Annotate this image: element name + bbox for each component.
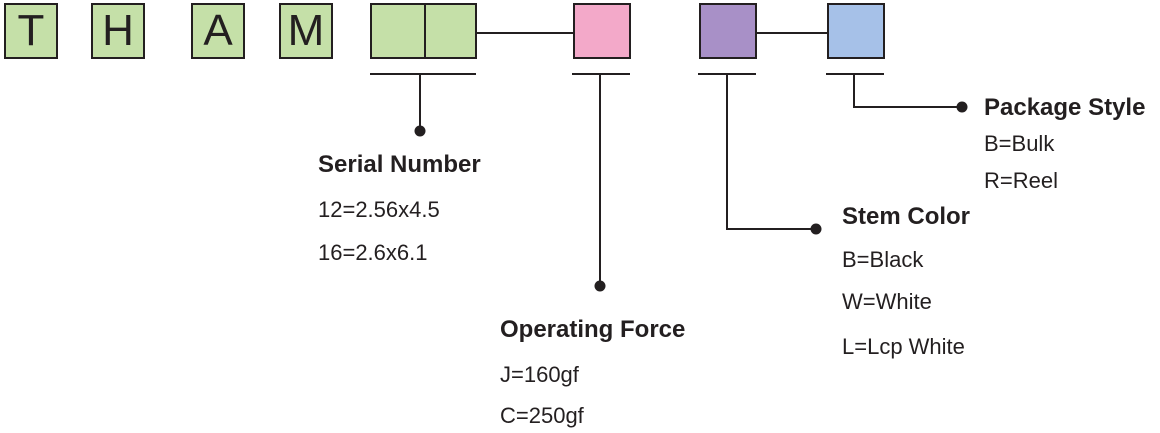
package-style-title: Package Style	[984, 94, 1146, 121]
prefix-letter-a: A	[191, 3, 245, 59]
force-option-1: J=160gf	[500, 362, 579, 387]
force-option-2: C=250gf	[500, 403, 584, 428]
stem-color-title: Stem Color	[842, 203, 971, 230]
dot-serial	[414, 125, 426, 137]
prefix-letter-t: T	[4, 3, 58, 59]
leader-stem	[726, 74, 815, 230]
operating-force-title: Operating Force	[500, 316, 686, 343]
package-option-2: R=Reel	[984, 168, 1058, 193]
dot-package	[956, 101, 968, 113]
operating-force-box	[573, 3, 631, 59]
serial-number-title: Serial Number	[318, 151, 481, 178]
leader-package	[853, 74, 960, 108]
serial-number-box	[370, 3, 477, 59]
package-style-box	[827, 3, 885, 59]
package-option-1: B=Bulk	[984, 131, 1055, 156]
serial-option-1: 12=2.56x4.5	[318, 197, 440, 222]
serial-digit-2-box	[423, 5, 478, 57]
dot-stem	[810, 223, 822, 235]
stem-color-box	[699, 3, 757, 59]
serial-option-2: 16=2.6x6.1	[318, 240, 428, 265]
prefix-letter-m: M	[279, 3, 333, 59]
dot-force	[594, 280, 606, 292]
stem-option-2: W=White	[842, 289, 932, 314]
stem-option-3: L=Lcp White	[842, 334, 965, 359]
stem-option-1: B=Black	[842, 247, 924, 272]
prefix-letter-h: H	[91, 3, 145, 59]
serial-digit-1-box	[372, 5, 424, 57]
